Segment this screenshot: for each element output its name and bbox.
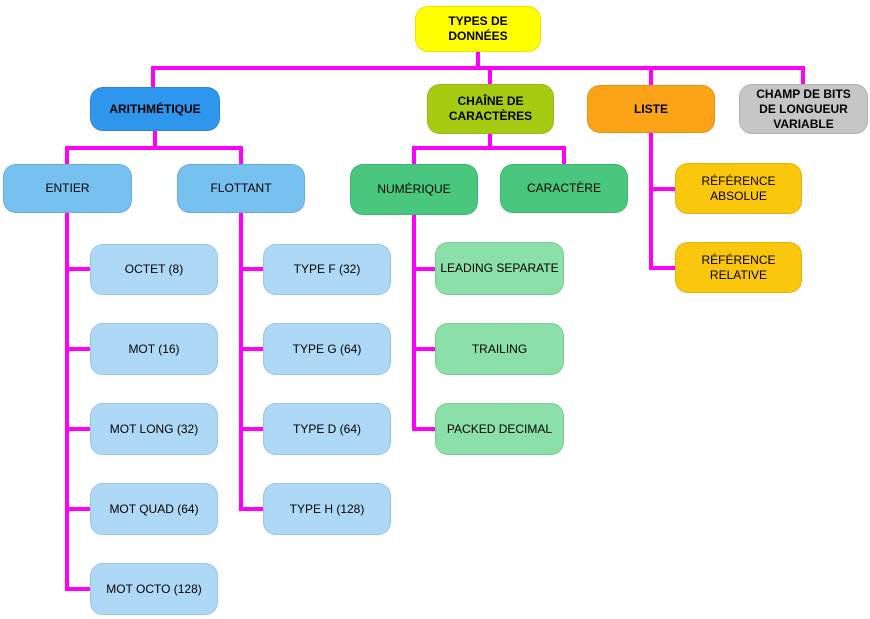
connector-entier-vertical xyxy=(65,213,69,591)
node-mot-octo-128: MOT OCTO (128) xyxy=(90,563,218,615)
connector-drop-liste xyxy=(649,70,653,85)
connector-drop-flottant xyxy=(239,146,243,164)
node-caractere: CARACTÈRE xyxy=(500,164,628,213)
node-trailing: TRAILING xyxy=(435,323,564,375)
node-type-g-64: TYPE G (64) xyxy=(263,323,391,375)
node-types-de-donnees: TYPES DE DONNÉES xyxy=(415,6,541,52)
node-champ-de-bits: CHAMP DE BITS DE LONGUEUR VARIABLE xyxy=(739,84,868,134)
node-mot-quad-64: MOT QUAD (64) xyxy=(90,483,218,535)
connector-stub-type-d64 xyxy=(239,427,263,431)
connector-numerique-vertical xyxy=(412,215,416,431)
node-leading-separate: LEADING SEPARATE xyxy=(435,242,564,295)
node-packed-decimal: PACKED DECIMAL xyxy=(435,403,564,455)
connector-stub-mot-octo128 xyxy=(65,587,90,591)
node-type-h-128: TYPE H (128) xyxy=(263,483,391,535)
connector-stub-type-h128 xyxy=(239,507,263,511)
connector-stub-mot-quad64 xyxy=(65,507,90,511)
connector-top-horizontal xyxy=(151,66,805,70)
connector-drop-entier xyxy=(65,146,69,164)
connector-arithmetique-horizontal xyxy=(65,146,243,150)
node-reference-relative: RÉFÉRENCE RELATIVE xyxy=(675,242,802,293)
connector-stub-mot16 xyxy=(65,347,90,351)
connector-liste-vertical xyxy=(649,133,653,270)
connector-arithmetique-drop xyxy=(153,131,157,150)
connector-stub-trailing xyxy=(412,347,435,351)
connector-drop-arithmetique xyxy=(151,66,155,87)
connector-drop-chaine xyxy=(488,70,492,84)
node-entier: ENTIER xyxy=(3,164,132,213)
node-type-d-64: TYPE D (64) xyxy=(263,403,391,455)
connector-stub-mot-long32 xyxy=(65,427,90,431)
node-mot-long-32: MOT LONG (32) xyxy=(90,403,218,455)
connector-stub-packed-decimal xyxy=(412,427,435,431)
node-octet-8: OCTET (8) xyxy=(90,244,218,295)
connector-chaine-drop xyxy=(488,134,492,150)
node-arithmetique: ARITHMÉTIQUE xyxy=(90,87,220,131)
connector-stub-octet8 xyxy=(65,267,90,271)
node-type-f-32: TYPE F (32) xyxy=(263,244,391,295)
connector-stub-reference-relative xyxy=(649,266,675,270)
connector-drop-numerique xyxy=(412,146,416,164)
node-chaine-de-caracteres: CHAÎNE DE CARACTÈRES xyxy=(427,84,554,134)
connector-drop-champ-bits xyxy=(801,66,805,84)
connector-chaine-horizontal xyxy=(412,146,566,150)
node-reference-absolue: RÉFÉRENCE ABSOLUE xyxy=(675,163,802,214)
node-liste: LISTE xyxy=(587,85,715,133)
connector-stub-type-f32 xyxy=(239,267,263,271)
connector-stub-leading-separate xyxy=(412,267,435,271)
connector-drop-caractere xyxy=(562,146,566,164)
node-flottant: FLOTTANT xyxy=(177,164,305,213)
connector-stub-type-g64 xyxy=(239,347,263,351)
connector-stub-reference-absolue xyxy=(649,187,675,191)
node-numerique: NUMÉRIQUE xyxy=(350,164,478,215)
connector-root-drop xyxy=(476,52,480,70)
connector-flottant-vertical xyxy=(239,213,243,511)
node-mot-16: MOT (16) xyxy=(90,323,218,375)
